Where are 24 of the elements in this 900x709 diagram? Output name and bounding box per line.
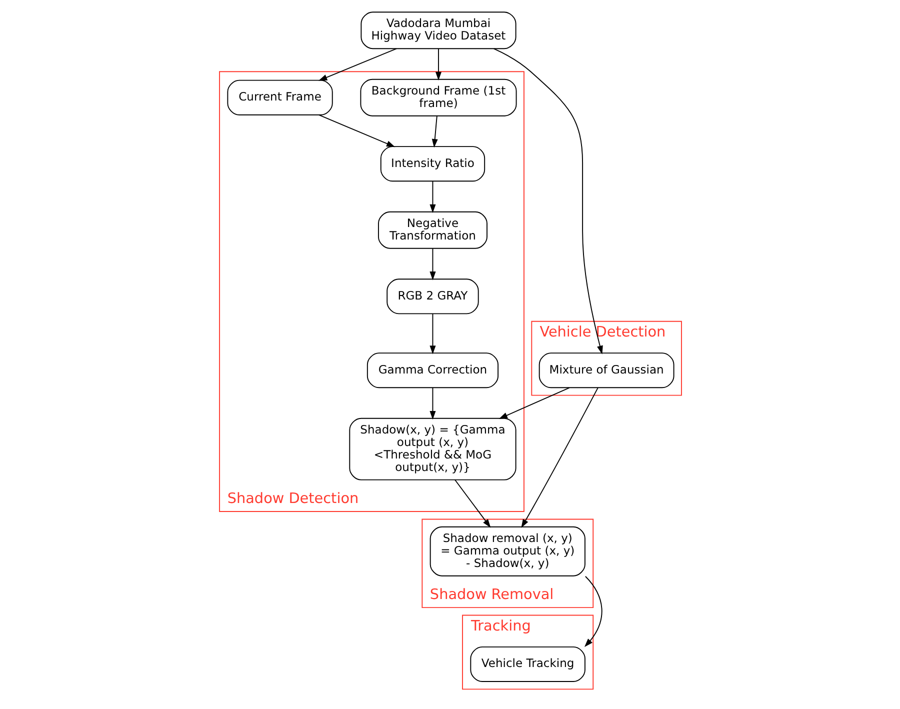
- node-box: Shadow removal (x, y) = Gamma output (x, y) - Shadow(x, y): [429, 526, 585, 576]
- arrow: [429, 180, 436, 213]
- arrow: [584, 576, 602, 648]
- arrow: [498, 387, 570, 419]
- arrow: [431, 116, 438, 148]
- node-box: Background Frame (1st frame): [360, 78, 516, 116]
- arrow: [520, 387, 598, 528]
- node-box: RGB 2 GRAY: [386, 278, 478, 314]
- arrow: [492, 48, 602, 354]
- node-box: Mixture of Gaussian: [538, 352, 674, 388]
- node-box: Shadow(x, y) = {Gamma output (x, y) <Threshold && MoG output(x, y)}: [348, 418, 516, 480]
- arrow: [429, 388, 436, 420]
- node-box: Intensity Ratio: [380, 146, 485, 182]
- node-box: Vadodara Mumbai Highway Video Dataset: [360, 12, 516, 50]
- arrow: [454, 479, 490, 528]
- node-box: Vehicle Tracking: [470, 646, 585, 682]
- arrow: [429, 248, 436, 280]
- arrow: [429, 313, 436, 354]
- node-box: Current Frame: [226, 80, 332, 116]
- node-box: Gamma Correction: [366, 352, 498, 388]
- arrow: [318, 114, 395, 148]
- node-box: Negative Transformation: [378, 211, 487, 249]
- arrow: [434, 48, 442, 81]
- arrow: [318, 48, 396, 81]
